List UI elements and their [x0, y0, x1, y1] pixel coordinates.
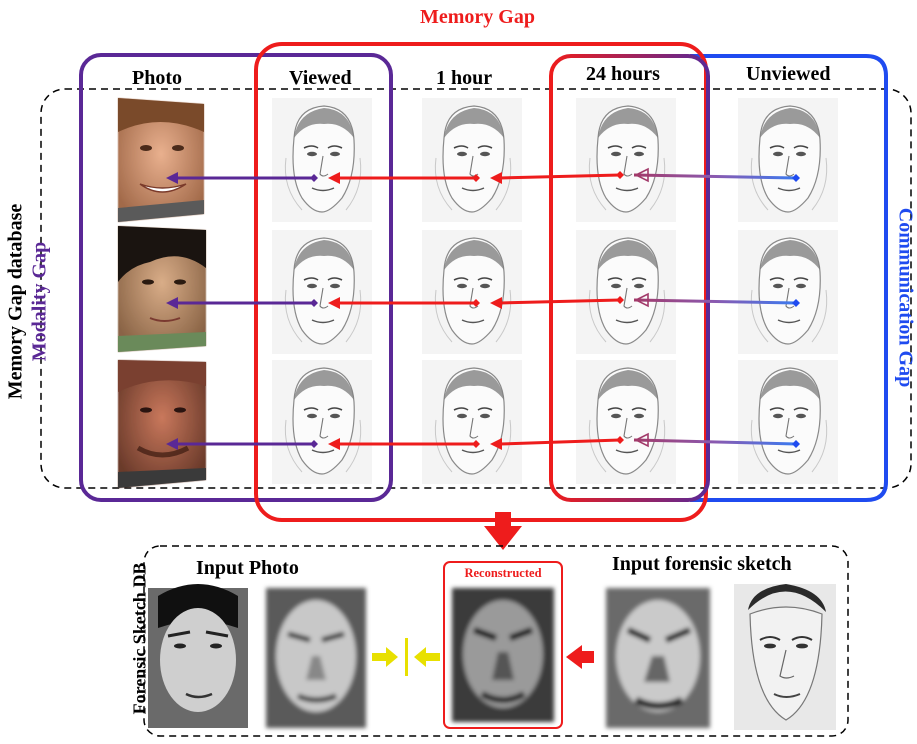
sketch-viewed-3	[271, 360, 373, 484]
communication-arrowhead-2	[634, 292, 649, 308]
memory-arrow-24h-1	[499, 173, 621, 180]
reconstructed-label: Reconstructed	[464, 566, 542, 580]
face-photo-2	[118, 226, 206, 352]
column-header-1hour: 1 hour	[436, 67, 493, 89]
yellow-arrows-icon	[372, 638, 440, 676]
down-arrow-icon	[484, 512, 522, 550]
communication-arrow-1	[633, 173, 797, 180]
sketch-1hour-3	[421, 360, 523, 484]
sketch-unviewed-1	[737, 98, 839, 222]
memory-arrowhead-24h-2	[490, 297, 502, 309]
communication-arrow-3	[633, 438, 797, 446]
unviewed-node-1	[792, 174, 800, 182]
memory-arrowhead-1h-3	[328, 438, 340, 450]
input-photo-image	[148, 584, 248, 728]
column-header-unviewed: Unviewed	[746, 63, 831, 85]
input-forensic-sketch-label: Input forensic sketch	[612, 553, 792, 575]
sketch-24hours-1	[575, 98, 677, 222]
communication-gap-frame	[690, 54, 888, 502]
reconstructed-image	[452, 588, 554, 722]
sketch-viewed-2	[271, 230, 373, 354]
memory-gap-database-label: Memory Gap database	[4, 203, 27, 400]
input-photo-label: Input Photo	[196, 557, 299, 579]
sketch-24hours-2	[575, 230, 677, 354]
modality-arrowhead-3	[166, 438, 178, 450]
memory-gap-title: Memory Gap	[420, 6, 535, 28]
left-arrow-icon	[566, 645, 594, 669]
memory-gap-database-frame	[40, 88, 912, 489]
memory-arrowhead-1h-1	[328, 172, 340, 184]
communication-arrowhead-1	[634, 167, 649, 183]
memory-arrowhead-1h-2	[328, 297, 340, 309]
input-forensic-sketch-image	[734, 584, 836, 730]
viewed-node-3	[310, 440, 318, 448]
face-photo-3	[118, 360, 206, 488]
sketch-1hour-2	[421, 230, 523, 354]
viewed-node-2	[310, 299, 318, 307]
twenty-four-hours-frame	[549, 54, 710, 502]
communication-arrow-2	[633, 298, 797, 305]
photo-eigenface-image	[266, 588, 366, 728]
sketch-unviewed-3	[737, 360, 839, 484]
one-hour-node-1	[472, 174, 480, 182]
sketch-viewed-1	[271, 98, 373, 222]
communication-arrowhead-3	[634, 432, 649, 448]
unviewed-node-2	[792, 299, 800, 307]
viewed-node-1	[310, 174, 318, 182]
modality-gap-label: Modality Gap	[28, 241, 51, 362]
sketch-unviewed-2	[737, 230, 839, 354]
one-hour-node-2	[472, 299, 480, 307]
forensic-sketch-db-frame	[143, 545, 849, 737]
reconstructed-frame	[443, 561, 563, 729]
one-hour-node-3	[472, 440, 480, 448]
column-header-viewed: Viewed	[289, 67, 352, 89]
face-photo-1	[118, 98, 204, 222]
twenty-four-hour-node-2	[616, 296, 624, 304]
memory-arrow-24h-2	[499, 298, 621, 305]
communication-gap-label: Communication Gap	[894, 207, 917, 388]
modality-arrowhead-2	[166, 297, 178, 309]
memory-arrow-24h-3	[499, 438, 621, 446]
modality-arrowhead-1	[166, 172, 178, 184]
memory-arrowhead-24h-1	[490, 172, 502, 184]
column-header-24hours: 24 hours	[586, 63, 660, 85]
memory-arrowhead-24h-3	[490, 438, 502, 450]
sketch-eigenface-image	[606, 588, 710, 728]
modality-gap-frame	[79, 53, 393, 502]
twenty-four-hour-node-1	[616, 171, 624, 179]
sketch-1hour-1	[421, 98, 523, 222]
column-header-photo: Photo	[132, 67, 182, 89]
twenty-four-hour-node-3	[616, 436, 624, 444]
unviewed-node-3	[792, 440, 800, 448]
forensic-sketch-db-label: Forensic Sketch DB	[129, 562, 150, 715]
sketch-24hours-3	[575, 360, 677, 484]
